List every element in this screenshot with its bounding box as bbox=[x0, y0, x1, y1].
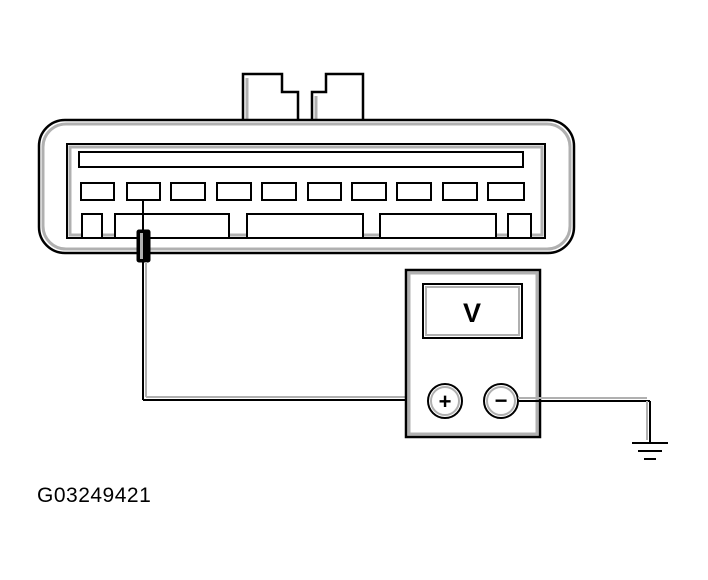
pin-cavity bbox=[351, 182, 387, 201]
voltmeter-unit-label: V bbox=[463, 298, 481, 328]
pin-cavity bbox=[396, 182, 432, 201]
pin-cavity bbox=[170, 182, 206, 201]
connector-body-inner bbox=[41, 122, 572, 251]
positive-terminal-shade bbox=[430, 386, 460, 416]
pin-cavity bbox=[442, 182, 478, 201]
voltmeter-body-shade bbox=[407, 271, 539, 436]
voltmeter-display-shade bbox=[425, 286, 520, 336]
pin-cavity bbox=[307, 182, 342, 201]
figure-id: G03249421 bbox=[37, 484, 152, 507]
pin-cavity bbox=[80, 182, 115, 201]
pin-cavity bbox=[261, 182, 297, 201]
back-probe-tip bbox=[136, 229, 151, 263]
ground-icon bbox=[632, 442, 668, 460]
bottom-cavity bbox=[114, 213, 230, 239]
pin-row-middle bbox=[80, 182, 525, 201]
pin-cavity bbox=[487, 182, 525, 201]
pin-cavity bbox=[126, 182, 161, 201]
bottom-cavity bbox=[246, 213, 364, 239]
positive-terminal bbox=[427, 383, 463, 419]
positive-terminal-symbol: + bbox=[439, 389, 452, 414]
negative-terminal-symbol: − bbox=[495, 388, 508, 413]
voltmeter-display bbox=[422, 283, 523, 339]
back-probe-tip-highlight bbox=[140, 233, 143, 259]
connector-latch-right bbox=[310, 72, 365, 121]
connector-latch bbox=[241, 72, 300, 121]
pin-cavity bbox=[216, 182, 252, 201]
pin-row-bottom bbox=[81, 213, 532, 239]
bottom-cavity bbox=[379, 213, 497, 239]
negative-terminal-shade bbox=[486, 386, 516, 416]
bottom-cavity bbox=[81, 213, 103, 239]
connector-top-slot bbox=[78, 151, 524, 168]
bottom-cavity bbox=[507, 213, 532, 239]
